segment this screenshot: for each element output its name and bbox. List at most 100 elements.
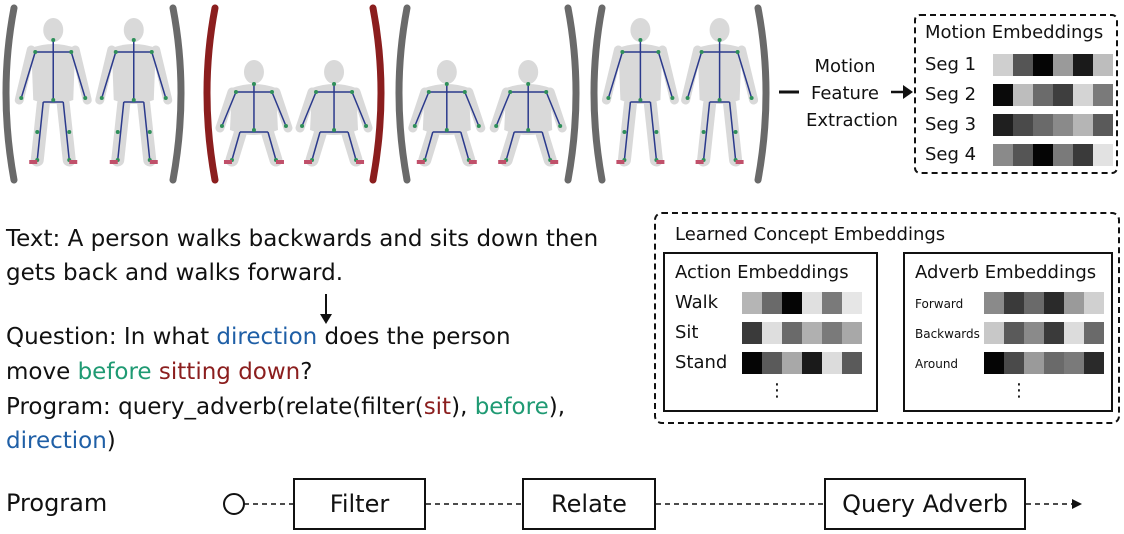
- down-arrow-icon: [320, 294, 332, 324]
- standing-figure: [681, 18, 759, 167]
- action-embeddings-box: [663, 252, 878, 412]
- motion-embedding-cell: [1013, 84, 1033, 106]
- segment-bracket-right: [369, 4, 385, 184]
- action-embedding-cell: [762, 352, 782, 374]
- motion-embedding-cell: [1073, 54, 1093, 76]
- question-mark: ?: [300, 359, 313, 385]
- action-embedding-cell: [742, 352, 762, 374]
- motion-embedding-cell: [1033, 54, 1053, 76]
- adverb-embedding-cell: [984, 322, 1004, 344]
- program-mid: ),: [451, 394, 475, 420]
- program-direction: direction: [6, 428, 107, 454]
- adverb-embedding-cell: [1084, 292, 1104, 314]
- node-filter: Filter: [293, 478, 426, 530]
- motion-embedding-cell: [1053, 114, 1073, 136]
- segment-bracket-left: [203, 4, 219, 184]
- concept-embeddings-box: [654, 212, 1120, 424]
- program-text-line-2: direction): [6, 424, 116, 458]
- question-suffix: does the person: [317, 324, 511, 350]
- motion-embedding-cell: [1053, 54, 1073, 76]
- action-embedding-cell: [842, 292, 862, 314]
- node-relate: Relate: [522, 478, 656, 530]
- adverb-embedding-cell: [1024, 322, 1044, 344]
- action-embedding-cell: [802, 322, 822, 344]
- motion-embedding-cell: [993, 114, 1013, 136]
- motion-embedding-cell: [993, 54, 1013, 76]
- adverb-embedding-cell: [1024, 352, 1044, 374]
- adverb-embedding-cell: [1064, 352, 1084, 374]
- adverb-ellipsis: ⋮: [1010, 380, 1028, 401]
- action-embedding-cell: [762, 322, 782, 344]
- motion-embedding-cell: [1093, 144, 1113, 166]
- adverb-item-label: Backwards: [915, 327, 980, 341]
- motion-embedding-cell: [1013, 114, 1033, 136]
- sitting-figure: [408, 60, 486, 167]
- adverb-embedding-cell: [1024, 292, 1044, 314]
- motion-embedding-cell: [1093, 84, 1113, 106]
- adverb-embeddings-box: [903, 252, 1113, 412]
- question-prefix: Question: In what: [6, 324, 217, 350]
- seg-label: Seg 2: [925, 84, 977, 105]
- adverb-embedding-cell: [1004, 322, 1024, 344]
- motion-embedding-cell: [1013, 54, 1033, 76]
- start-node-icon: [223, 493, 245, 515]
- seg-label: Seg 4: [925, 144, 977, 165]
- motion-figures: [2, 4, 770, 184]
- feature-extraction-label: Motion Feature Extraction: [806, 53, 898, 134]
- adverb-item-label: Forward: [915, 297, 964, 311]
- adverb-embedding-cell: [1044, 322, 1064, 344]
- motion-embedding-cell: [1053, 144, 1073, 166]
- motion-embeddings-box: [914, 14, 1118, 174]
- sitting-figure: [295, 60, 373, 167]
- action-embedding-cell: [822, 352, 842, 374]
- question-before: before: [77, 359, 152, 385]
- action-embedding-cell: [782, 322, 802, 344]
- node-query-adverb: Query Adverb: [824, 478, 1026, 530]
- action-embedding-cell: [842, 352, 862, 374]
- program-end: ),: [548, 394, 566, 420]
- standing-figure: [601, 18, 679, 167]
- question-move: move: [6, 359, 78, 385]
- motion-embeddings-title: Motion Embeddings: [925, 22, 1104, 43]
- adverb-embedding-cell: [984, 352, 1004, 374]
- sitting-figure: [215, 60, 293, 167]
- action-embedding-cell: [742, 292, 762, 314]
- adverb-item-label: Around: [915, 357, 959, 371]
- standing-figure: [95, 18, 173, 167]
- adverb-embedding-cell: [1004, 352, 1024, 374]
- motion-embedding-cell: [1073, 114, 1093, 136]
- concept-embeddings-title: Learned Concept Embeddings: [675, 224, 946, 245]
- action-ellipsis: ⋮: [768, 380, 786, 401]
- motion-embedding-cell: [1073, 144, 1093, 166]
- motion-embedding-cell: [993, 84, 1013, 106]
- adverb-embedding-cell: [1084, 352, 1104, 374]
- seg-label: Seg 3: [925, 114, 977, 135]
- motion-embedding-cell: [1013, 144, 1033, 166]
- program-pipeline-lines: [223, 493, 1082, 515]
- action-item-label: Sit: [675, 322, 699, 343]
- pipeline-arrow-head-icon: [1072, 499, 1082, 509]
- adverb-embedding-cell: [1044, 352, 1064, 374]
- motion-embedding-cell: [1053, 84, 1073, 106]
- adverb-embedding-cell: [1064, 322, 1084, 344]
- text-line-1: Text: A person walks backwards and sits …: [6, 226, 599, 252]
- segment-bracket-left: [2, 4, 18, 184]
- adverb-embeddings-title: Adverb Embeddings: [915, 262, 1097, 283]
- segment-bracket-right: [169, 4, 185, 184]
- arrow-head-icon: [903, 85, 913, 99]
- action-embedding-cell: [842, 322, 862, 344]
- program-close: ): [106, 428, 116, 454]
- question-direction: direction: [216, 324, 318, 350]
- motion-embedding-cell: [993, 144, 1013, 166]
- sitting-figure: [489, 60, 567, 167]
- motion-embedding-cell: [1093, 54, 1113, 76]
- motion-embedding-cell: [1033, 144, 1053, 166]
- program-sit: sit: [423, 394, 452, 420]
- extraction-arrows: [779, 85, 913, 99]
- motion-embedding-cell: [1033, 84, 1053, 106]
- feature-label-line: Motion: [814, 56, 876, 77]
- segment-bracket-left: [590, 4, 606, 184]
- action-item-label: Stand: [675, 352, 728, 373]
- action-embedding-cell: [782, 292, 802, 314]
- question-sitting-down: sitting down: [158, 359, 301, 385]
